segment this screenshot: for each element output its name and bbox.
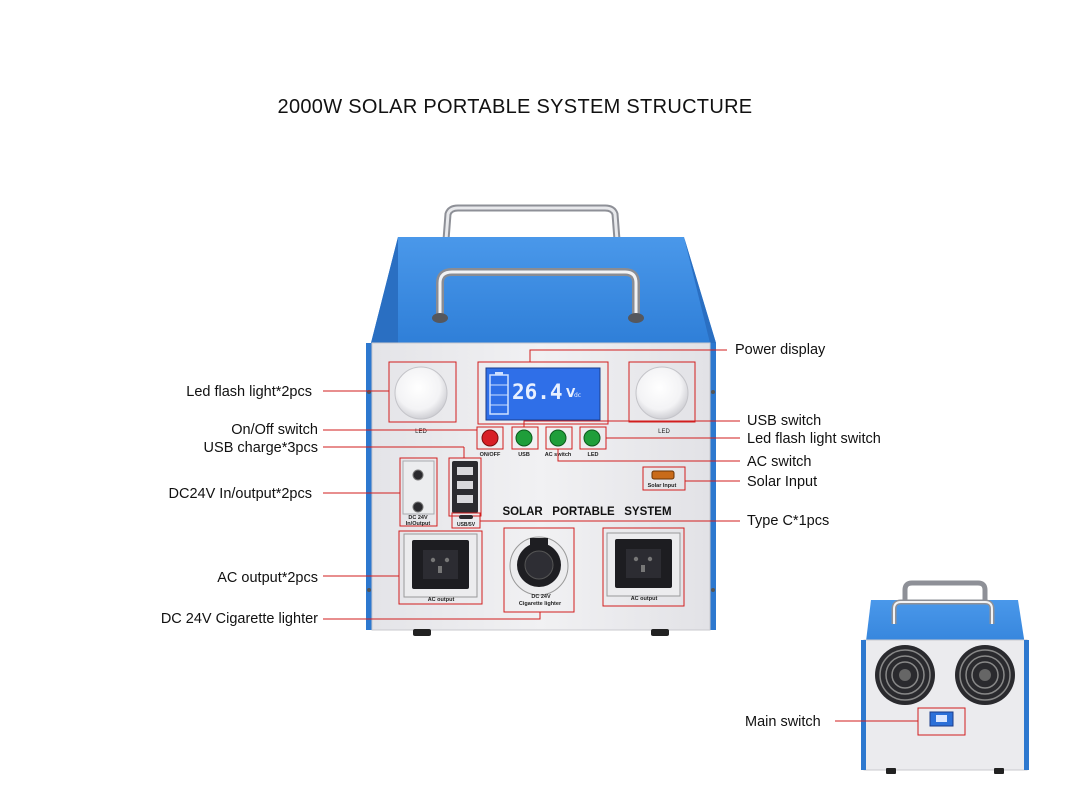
usb-port[interactable] <box>457 481 473 489</box>
usb-switch-button[interactable] <box>515 429 533 447</box>
callout-dc24v-io: DC24V In/output*2pcs <box>168 486 312 502</box>
device-top <box>371 237 716 343</box>
rear-device <box>861 580 1029 774</box>
lcd-unit-suffix: dc <box>574 392 581 399</box>
cooling-fan-right <box>955 645 1015 705</box>
cigarette-label-top: DC 24V <box>531 594 551 600</box>
lcd-unit: V <box>566 386 576 400</box>
led-label-right: LED <box>658 429 670 435</box>
led-label-left: LED <box>415 429 427 435</box>
led-lamp-left <box>394 366 448 420</box>
usb5v-label: USB/5V <box>457 522 476 528</box>
dc24v-label: DC 24V <box>408 515 428 521</box>
callout-led-flash-switch: Led flash light switch <box>747 431 881 447</box>
led-switch-button[interactable] <box>583 429 601 447</box>
usb-port[interactable] <box>457 495 473 503</box>
type-c-port[interactable] <box>459 515 473 519</box>
on-off-label: ON/OFF <box>480 452 501 458</box>
usb-port[interactable] <box>457 467 473 475</box>
callout-type-c: Type C*1pcs <box>747 513 830 529</box>
main-device: LED LED 26.4 V dc ON/OFF USB AC switch L… <box>366 204 716 636</box>
ac-output-left-label: AC output <box>428 597 455 603</box>
dc24v-port[interactable] <box>412 469 424 481</box>
lcd-display <box>485 367 601 421</box>
leader-lines <box>323 349 918 722</box>
callout-ac-switch: AC switch <box>747 454 812 470</box>
led-lamp-right <box>635 366 689 420</box>
callout-led-flash-light: Led flash light*2pcs <box>186 384 312 400</box>
callout-solar-input: Solar Input <box>747 474 818 490</box>
rear-handle <box>442 204 621 241</box>
callout-usb-switch: USB switch <box>747 413 822 429</box>
device-foot <box>651 629 669 636</box>
solar-input-port[interactable] <box>651 470 675 480</box>
cooling-fan-left <box>875 645 935 705</box>
callout-power-display: Power display <box>735 342 826 358</box>
dc24v-sublabel: In/Output <box>406 521 431 527</box>
callout-ac-output: AC output*2pcs <box>217 570 318 586</box>
ac-output-right-label: AC output <box>631 596 658 602</box>
lcd-reading: 26.4 <box>512 380 563 404</box>
led-switch-label: LED <box>588 452 599 458</box>
callout-cigarette-lighter: DC 24V Cigarette lighter <box>160 611 318 627</box>
device-foot <box>413 629 431 636</box>
callout-usb-charge: USB charge*3pcs <box>203 440 318 456</box>
ac-switch-button[interactable] <box>549 429 567 447</box>
solar-input-label: Solar Input <box>648 483 677 489</box>
diagram-title: 2000W SOLAR PORTABLE SYSTEM STRUCTURE <box>277 96 753 118</box>
usb-switch-label: USB <box>518 452 530 458</box>
brand-text: SOLAR PORTABLE SYSTEM <box>502 506 671 518</box>
rear-device-handle <box>902 580 988 602</box>
callout-main-switch: Main switch <box>745 714 821 730</box>
cigarette-label-bottom: Cigarette lighter <box>519 601 562 607</box>
dc24v-port[interactable] <box>412 501 424 513</box>
on-off-button[interactable] <box>481 429 499 447</box>
callout-on-off-switch: On/Off switch <box>231 422 318 438</box>
